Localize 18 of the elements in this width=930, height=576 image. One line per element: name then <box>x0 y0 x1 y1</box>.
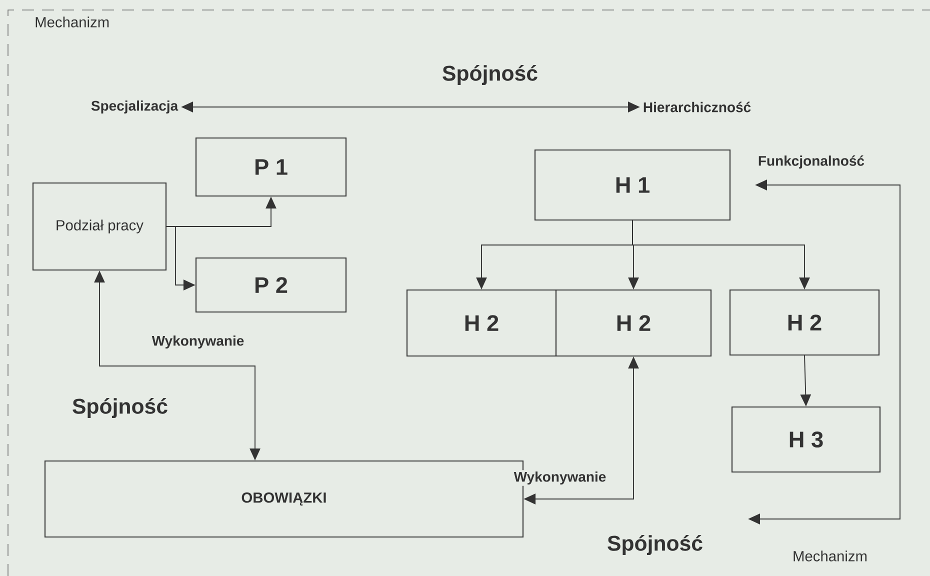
label-box: P 1 <box>195 137 347 197</box>
caption-label: Mechanizm <box>36 16 109 28</box>
label-box: Podział pracy <box>32 182 167 271</box>
caption-label: Mechanizm <box>794 550 867 562</box>
label-box: H 2 <box>729 289 880 356</box>
edge-label: Wykonywanie <box>512 470 608 486</box>
label-box: H 3 <box>731 406 881 473</box>
term-label: Funkcjonalność <box>758 155 864 169</box>
label-box: H 2 <box>555 289 712 357</box>
term-label: Hierarchiczność <box>644 102 751 112</box>
section-label: Spójność <box>72 398 168 418</box>
edge-label: Wykonywanie <box>150 334 246 350</box>
section-label: Spójność <box>442 64 538 86</box>
label-box: P 2 <box>195 257 347 313</box>
label-box: H 2 <box>406 289 557 357</box>
label-box: H 1 <box>534 149 731 221</box>
term-label: Specjalizacja <box>91 100 178 114</box>
section-label: Spójność <box>608 534 702 556</box>
